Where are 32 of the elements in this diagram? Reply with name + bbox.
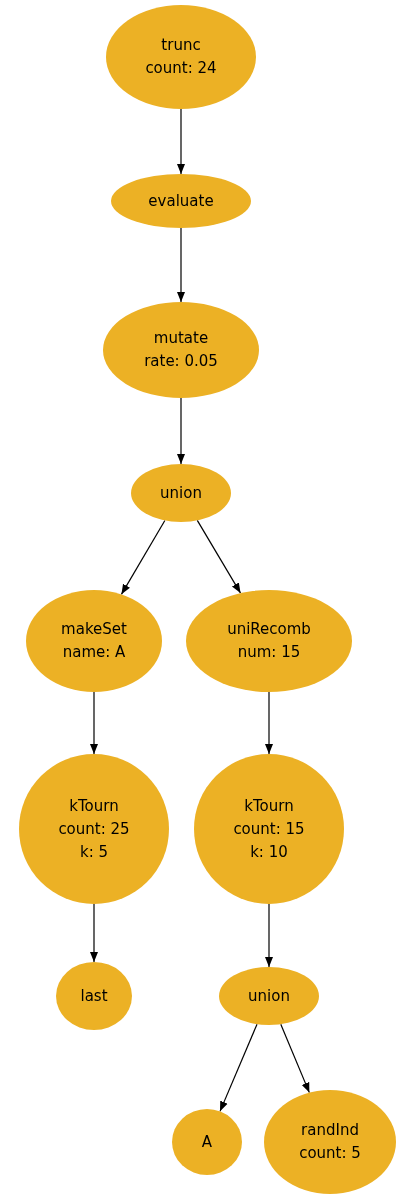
node-label: name: A [62, 642, 126, 663]
arrow [90, 691, 98, 755]
arrow [265, 691, 273, 755]
node-label: mutate [153, 328, 209, 349]
node-label: evaluate [148, 190, 214, 212]
arrow [90, 903, 98, 963]
arrow [196, 519, 242, 594]
arrow [265, 903, 273, 968]
node-label: num: 15 [237, 642, 301, 663]
arrow [120, 519, 166, 595]
arrow [280, 1023, 310, 1094]
node-label: union [248, 985, 290, 1007]
node-label: trunc [161, 35, 201, 56]
node-label: kTourn [244, 795, 294, 817]
node-label: last [80, 985, 108, 1007]
node-label: rate: 0.05 [144, 351, 218, 372]
node-label: count: 25 [58, 818, 130, 840]
arrow [219, 1023, 258, 1112]
node-label: k: 5 [79, 841, 109, 863]
node-label: makeSet [61, 619, 127, 640]
arrow [177, 108, 185, 175]
node-label: count: 24 [145, 58, 217, 79]
arrow [177, 397, 185, 465]
node-label: count: 15 [233, 818, 305, 840]
node-label: union [160, 482, 202, 504]
node-label: uniRecomb [227, 619, 311, 640]
node-label: randInd [301, 1120, 359, 1141]
node-label: A [201, 1131, 213, 1153]
arrow [177, 227, 185, 303]
node-label: k: 10 [250, 841, 288, 863]
node-label: count: 5 [299, 1143, 361, 1164]
node-label: kTourn [69, 795, 119, 817]
